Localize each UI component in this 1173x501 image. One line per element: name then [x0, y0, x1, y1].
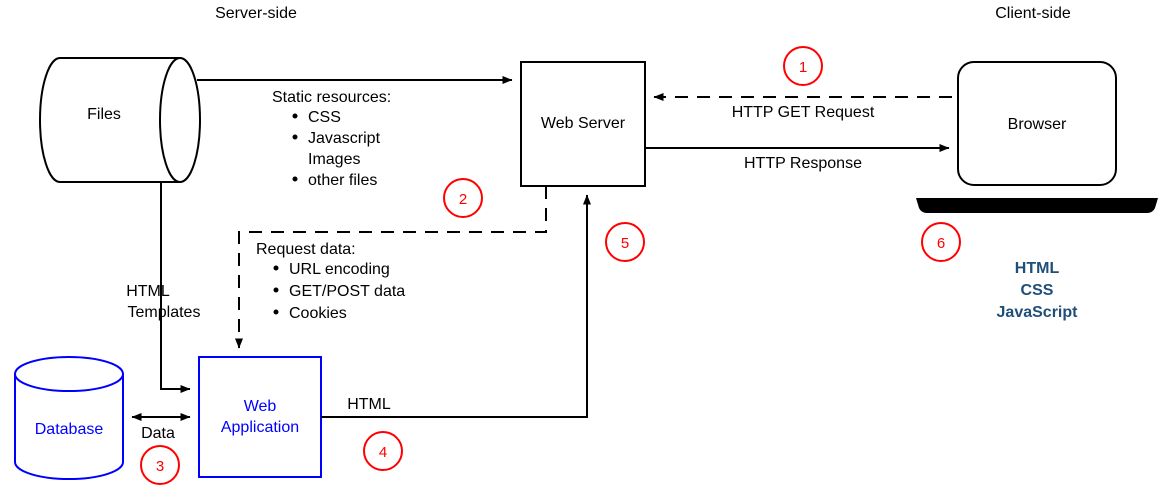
annotation-static-resources: Static resources: CSS Javascript Images … [272, 89, 391, 189]
step-marker-circle [783, 46, 823, 86]
step-marker-number: 4 [379, 444, 387, 461]
step-marker-circle [363, 431, 403, 471]
bullet-dot-icon [292, 134, 298, 140]
request-data-title: Request data: [256, 241, 356, 258]
static-resources-item-1: Javascript [308, 130, 381, 147]
step-marker-4[interactable]: 4 [363, 431, 403, 471]
edge-label-html-templates-line2: Templates [128, 304, 201, 321]
step-marker-circle [140, 445, 180, 485]
step-marker-circle [921, 222, 961, 262]
step-marker-number: 2 [459, 191, 467, 208]
server-side-header: Server-side [215, 5, 297, 22]
request-data-item-2: Cookies [289, 305, 347, 322]
edge-label-html: HTML [347, 396, 391, 413]
step-marker-5[interactable]: 5 [605, 222, 645, 262]
node-web-server-label: Web Server [541, 115, 626, 132]
edge-label-http-get-request: HTTP GET Request [732, 104, 875, 121]
step-marker-circle [605, 222, 645, 262]
request-data-item-1: GET/POST data [289, 283, 405, 300]
edge-html-to-web-server [321, 194, 591, 418]
step-marker-1[interactable]: 1 [783, 46, 823, 86]
client-stack-line-0: HTML [1015, 260, 1060, 277]
annotation-client-stack: HTML CSS JavaScript [997, 260, 1079, 321]
edge-label-data: Data [141, 425, 175, 442]
step-marker-number: 3 [156, 458, 164, 475]
node-database-label: Database [35, 421, 104, 438]
node-files-label: Files [87, 106, 121, 123]
client-stack-line-2: JavaScript [997, 304, 1079, 321]
node-web-application-label-line1: Web [244, 398, 277, 415]
bullet-dot-icon [273, 265, 279, 271]
node-database[interactable]: Database [14, 356, 124, 480]
step-marker-2[interactable]: 2 [443, 178, 483, 218]
request-data-item-0: URL encoding [289, 261, 390, 278]
edge-files-to-web-application [160, 182, 191, 393]
step-marker-3[interactable]: 3 [140, 445, 180, 485]
node-web-server[interactable]: Web Server [520, 61, 646, 187]
laptop-base-icon [916, 198, 1158, 214]
step-marker-number: 6 [937, 235, 945, 252]
node-web-application-label-line2: Application [221, 419, 299, 436]
annotation-request-data: Request data: URL encoding GET/POST data… [256, 241, 405, 322]
static-resources-title: Static resources: [272, 89, 391, 106]
client-side-header: Client-side [995, 5, 1071, 22]
edge-label-html-templates-line1: HTML [126, 283, 170, 300]
step-marker-6[interactable]: 6 [921, 222, 961, 262]
client-stack-line-1: CSS [1021, 282, 1054, 299]
bullet-dot-icon [273, 287, 279, 293]
bullet-dot-icon [273, 309, 279, 315]
static-resources-item-3: other files [308, 172, 377, 189]
bullet-dot-icon [292, 176, 298, 182]
static-resources-item-2: Images [308, 151, 360, 168]
node-files[interactable]: Files [39, 57, 201, 183]
step-marker-number: 5 [621, 235, 629, 252]
node-web-application[interactable]: Web Application [198, 356, 322, 478]
edge-request-data [238, 186, 547, 340]
bullet-dot-icon [292, 113, 298, 119]
node-browser-label: Browser [1008, 116, 1067, 133]
edge-label-http-response: HTTP Response [744, 155, 862, 172]
step-marker-circle [443, 178, 483, 218]
static-resources-item-0: CSS [308, 109, 341, 126]
step-marker-number: 1 [799, 59, 807, 76]
node-browser[interactable]: Browser [957, 61, 1117, 186]
